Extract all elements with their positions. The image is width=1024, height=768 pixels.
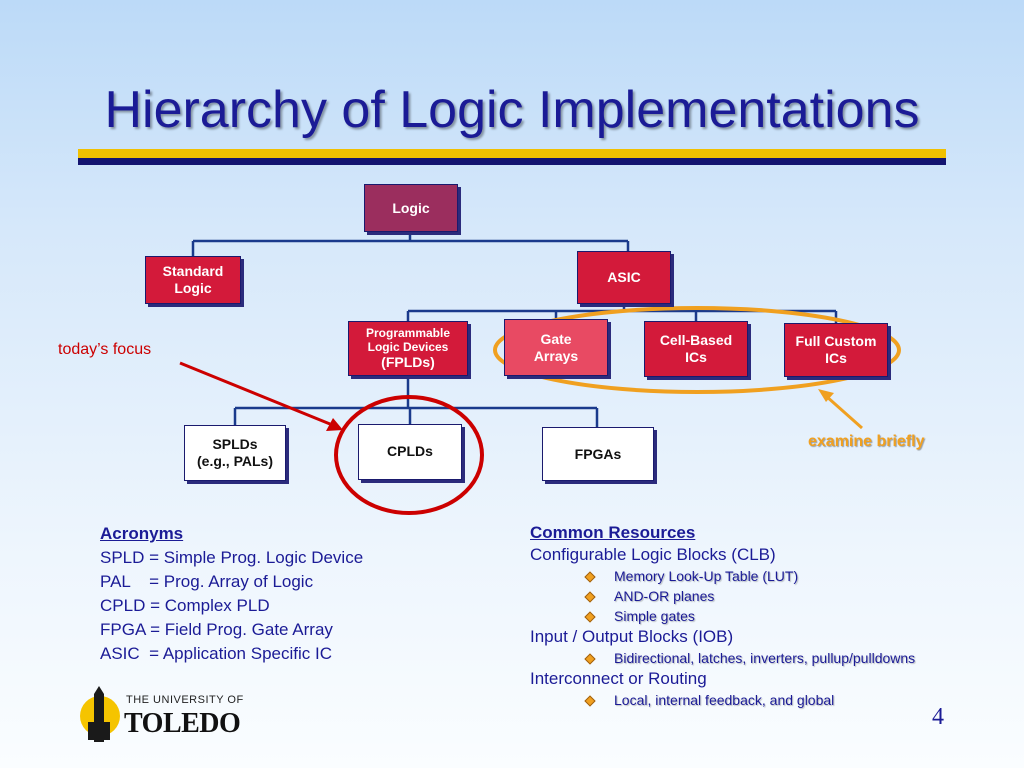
page-number: 4 [932,704,944,730]
focus-arrow-head [326,418,343,431]
gate-arrays-node: Gate Arrays [504,319,608,376]
asic-label: ASIC [607,269,641,286]
resource-iob: Input / Output Blocks (IOB) [530,627,734,646]
resource-sub-item: Local, internal feedback, and global [530,690,915,710]
acronym-item: PAL = Prog. Array of Logic [100,572,314,591]
examine-briefly-annotation: examine briefly [808,433,925,450]
splds-label-line2: (e.g., PALs) [197,453,273,469]
cplds-node: CPLDs [358,424,462,480]
fplds-label-line3: (FPLDs) [381,354,435,371]
cell-based-label: Cell-Based ICs [659,332,733,365]
acronym-item: SPLD = Simple Prog. Logic Device [100,548,364,567]
splds-node: SPLDs (e.g., PALs) [184,425,286,481]
resource-clb: Configurable Logic Blocks (CLB) [530,545,776,564]
asic-node: ASIC [577,251,671,304]
fplds-node: Programmable Logic Devices (FPLDs) [348,321,468,376]
standard-logic-label: Standard Logic [162,263,224,296]
logo-text-toledo: TOLEDO [124,708,241,739]
examine-briefly-ellipse [493,306,901,394]
focus-arrow-line [179,361,331,426]
acronyms-block: Acronyms SPLD = Simple Prog. Logic Devic… [100,522,363,666]
fplds-label-line1: Programmable [365,325,451,340]
resources-heading: Common Resources [530,523,696,542]
todays-focus-circle [334,395,484,515]
rocket-icon [80,686,120,742]
fplds-label-line2: Logic Devices [367,340,449,355]
acronym-item: CPLD = Complex PLD [100,596,270,615]
title-underline-navy [78,158,946,165]
gate-arrays-label: Gate Arrays [533,330,579,364]
university-logo: THE UNIVERSITY OF TOLEDO [76,686,256,746]
fpgas-node: FPGAs [542,427,654,481]
resource-routing: Interconnect or Routing [530,669,707,688]
acronyms-heading: Acronyms [100,524,184,543]
slide-title: Hierarchy of Logic Implementations [104,81,920,139]
resource-sub-item: AND-OR planes [530,586,915,606]
cplds-label: CPLDs [387,443,433,459]
resource-sub-item: Simple gates [530,606,915,626]
standard-logic-node: Standard Logic [145,256,241,304]
fpgas-label: FPGAs [574,445,622,462]
resource-sub-item: Memory Look-Up Table (LUT) [530,566,915,586]
resource-sub-item: Bidirectional, latches, inverters, pullu… [530,648,915,668]
full-custom-node: Full Custom ICs [784,323,888,377]
brief-arrow-head [818,389,834,402]
brief-arrow-line [825,394,863,430]
todays-focus-annotation: today’s focus [58,341,152,358]
title-underline-yellow [78,149,946,158]
acronym-item: FPGA = Field Prog. Gate Array [100,620,333,639]
common-resources-block: Common Resources Configurable Logic Bloc… [530,522,915,710]
logo-text-small: THE UNIVERSITY OF [126,694,244,706]
splds-label-line1: SPLDs [212,436,258,453]
logic-node-label: Logic [392,199,430,216]
acronym-item: ASIC = Application Specific IC [100,644,332,663]
cell-based-node: Cell-Based ICs [644,321,748,377]
full-custom-label: Full Custom ICs [795,333,877,366]
logic-node: Logic [364,184,458,232]
